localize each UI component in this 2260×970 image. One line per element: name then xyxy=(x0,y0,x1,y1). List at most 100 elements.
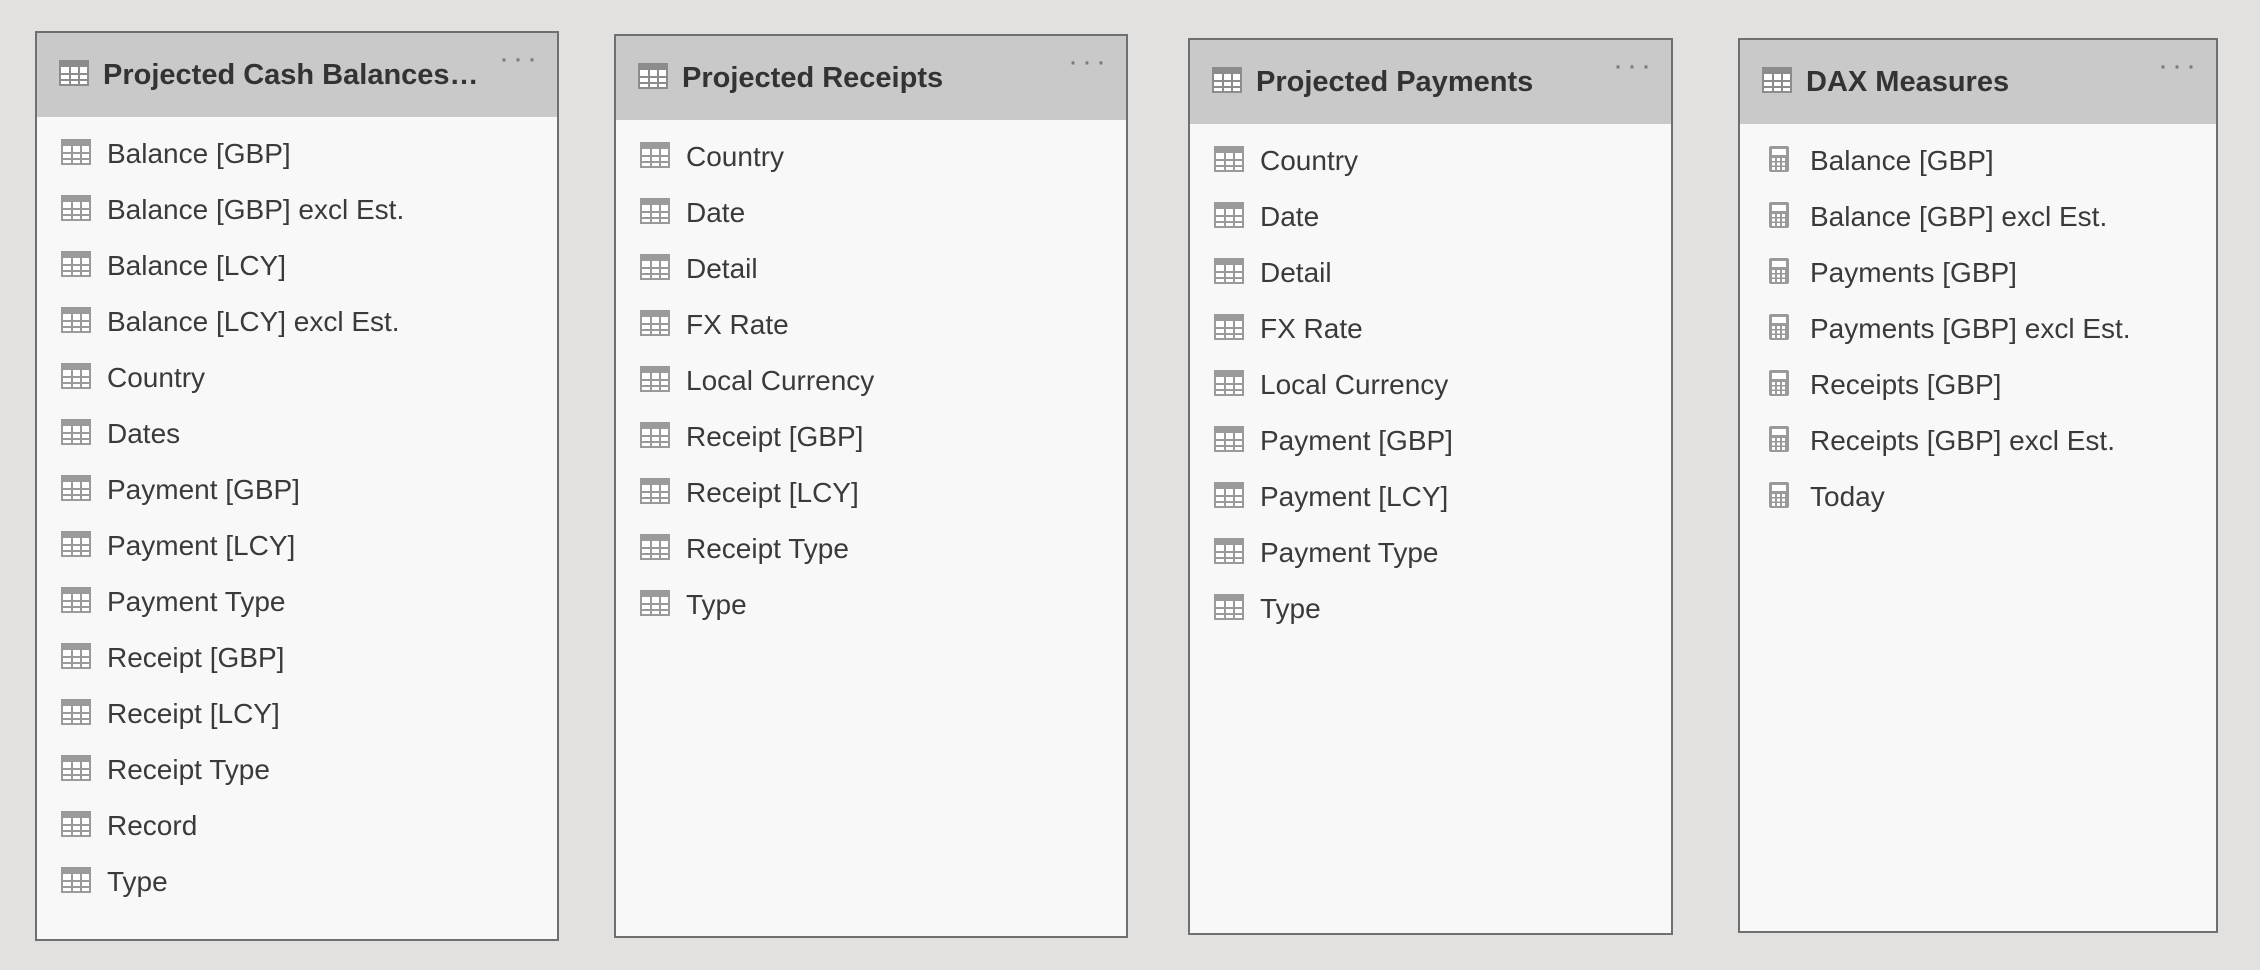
table-column-icon xyxy=(61,362,91,394)
field-row[interactable]: Dates xyxy=(37,406,557,462)
field-label: Detail xyxy=(1260,257,1332,288)
field-row[interactable]: Detail xyxy=(1190,245,1671,301)
field-row[interactable]: Balance [GBP] xyxy=(1740,133,2216,189)
field-row[interactable]: Date xyxy=(616,185,1126,241)
table-column-icon xyxy=(61,754,91,786)
more-options-icon[interactable]: ··· xyxy=(2158,49,2200,82)
field-row[interactable]: Payments [GBP] xyxy=(1740,245,2216,301)
field-label: Payments [GBP] xyxy=(1810,257,2017,288)
table-column-icon xyxy=(1214,313,1244,345)
table-title: DAX Measures xyxy=(1806,65,2010,98)
field-label: Balance [LCY] xyxy=(107,250,286,281)
field-row[interactable]: Receipts [GBP] xyxy=(1740,357,2216,413)
field-row[interactable]: Payment [LCY] xyxy=(1190,469,1671,525)
field-row[interactable]: Payment Type xyxy=(37,574,557,630)
field-row[interactable]: Receipt Type xyxy=(616,521,1126,577)
field-label: FX Rate xyxy=(686,309,789,340)
field-label: Payment [GBP] xyxy=(1260,425,1453,456)
field-label: Receipt [GBP] xyxy=(686,421,864,452)
field-row[interactable]: Record xyxy=(37,798,557,854)
field-label: Date xyxy=(1260,201,1320,232)
table-header[interactable]: Projected Cash Balances (... ··· xyxy=(37,33,557,117)
field-row[interactable]: Receipt [GBP] xyxy=(37,630,557,686)
more-options-icon[interactable]: ··· xyxy=(1613,49,1655,82)
table-icon xyxy=(638,62,668,94)
field-row[interactable]: FX Rate xyxy=(1190,301,1671,357)
field-label: Payment [GBP] xyxy=(107,474,300,505)
field-label: Balance [GBP] xyxy=(1810,145,1994,176)
table-column-icon xyxy=(1214,537,1244,569)
field-row[interactable]: Country xyxy=(1190,133,1671,189)
table-column-icon xyxy=(1214,481,1244,513)
field-row[interactable]: Payment [LCY] xyxy=(37,518,557,574)
field-row[interactable]: Local Currency xyxy=(1190,357,1671,413)
field-row[interactable]: Payment [GBP] xyxy=(37,462,557,518)
table-icon xyxy=(1212,66,1242,98)
table-header[interactable]: Projected Payments ··· xyxy=(1190,40,1671,124)
table-column-icon xyxy=(640,533,670,565)
field-label: Country xyxy=(1260,145,1359,176)
field-row[interactable]: Receipt [GBP] xyxy=(616,409,1126,465)
table-icon xyxy=(1762,66,1792,98)
field-row[interactable]: Receipt [LCY] xyxy=(616,465,1126,521)
field-row[interactable]: Type xyxy=(37,854,557,910)
field-row[interactable]: Balance [GBP] excl Est. xyxy=(37,182,557,238)
table-card-projected-cash-balances[interactable]: Projected Cash Balances (... ··· Balance… xyxy=(35,31,559,941)
field-list: Balance [GBP] Balance [GBP] excl Est. Paym… xyxy=(1740,124,2216,525)
calculator-icon xyxy=(1768,481,1790,514)
field-label: Payment [LCY] xyxy=(1260,481,1449,512)
field-row[interactable]: Receipt [LCY] xyxy=(37,686,557,742)
more-options-icon[interactable]: ··· xyxy=(499,42,541,75)
table-title: Projected Payments xyxy=(1256,65,1534,98)
field-row[interactable]: Country xyxy=(37,350,557,406)
field-row[interactable]: Payment [GBP] xyxy=(1190,413,1671,469)
field-label: Country xyxy=(107,362,206,393)
table-title: Projected Receipts xyxy=(682,61,944,94)
field-row[interactable]: Today xyxy=(1740,469,2216,525)
field-row[interactable]: Local Currency xyxy=(616,353,1126,409)
field-label: Country xyxy=(686,141,785,172)
field-label: Payment Type xyxy=(1260,537,1439,568)
field-row[interactable]: Receipt Type xyxy=(37,742,557,798)
field-row[interactable]: Payment Type xyxy=(1190,525,1671,581)
field-label: FX Rate xyxy=(1260,313,1363,344)
table-column-icon xyxy=(61,138,91,170)
table-card-dax-measures[interactable]: DAX Measures ··· Balance [GBP]Balance [G… xyxy=(1738,38,2218,933)
table-column-icon xyxy=(1214,425,1244,457)
field-label: Payments [GBP] excl Est. xyxy=(1810,313,2131,344)
field-label: Dates xyxy=(107,418,181,449)
field-row[interactable]: Balance [GBP] xyxy=(37,126,557,182)
table-column-icon xyxy=(1214,257,1244,289)
field-row[interactable]: Payments [GBP] excl Est. xyxy=(1740,301,2216,357)
table-column-icon xyxy=(61,474,91,506)
field-label: Receipts [GBP] excl Est. xyxy=(1810,425,2115,456)
field-row[interactable]: Type xyxy=(1190,581,1671,637)
field-row[interactable]: Date xyxy=(1190,189,1671,245)
table-column-icon xyxy=(1214,369,1244,401)
field-row[interactable]: Detail xyxy=(616,241,1126,297)
field-row[interactable]: FX Rate xyxy=(616,297,1126,353)
field-label: Type xyxy=(686,589,747,620)
table-column-icon xyxy=(640,141,670,173)
table-header[interactable]: DAX Measures ··· xyxy=(1740,40,2216,124)
table-column-icon xyxy=(1214,145,1244,177)
more-options-icon[interactable]: ··· xyxy=(1068,45,1110,78)
table-header[interactable]: Projected Receipts ··· xyxy=(616,36,1126,120)
field-row[interactable]: Balance [GBP] excl Est. xyxy=(1740,189,2216,245)
field-row[interactable]: Receipts [GBP] excl Est. xyxy=(1740,413,2216,469)
field-row[interactable]: Country xyxy=(616,129,1126,185)
field-label: Balance [LCY] excl Est. xyxy=(107,306,400,337)
field-label: Receipts [GBP] xyxy=(1810,369,2002,400)
table-column-icon xyxy=(640,253,670,285)
field-label: Balance [GBP] xyxy=(107,138,291,169)
field-row[interactable]: Balance [LCY] excl Est. xyxy=(37,294,557,350)
field-label: Payment [LCY] xyxy=(107,530,296,561)
field-row[interactable]: Balance [LCY] xyxy=(37,238,557,294)
field-row[interactable]: Type xyxy=(616,577,1126,633)
table-column-icon xyxy=(61,530,91,562)
field-label: Balance [GBP] excl Est. xyxy=(1810,201,2108,232)
